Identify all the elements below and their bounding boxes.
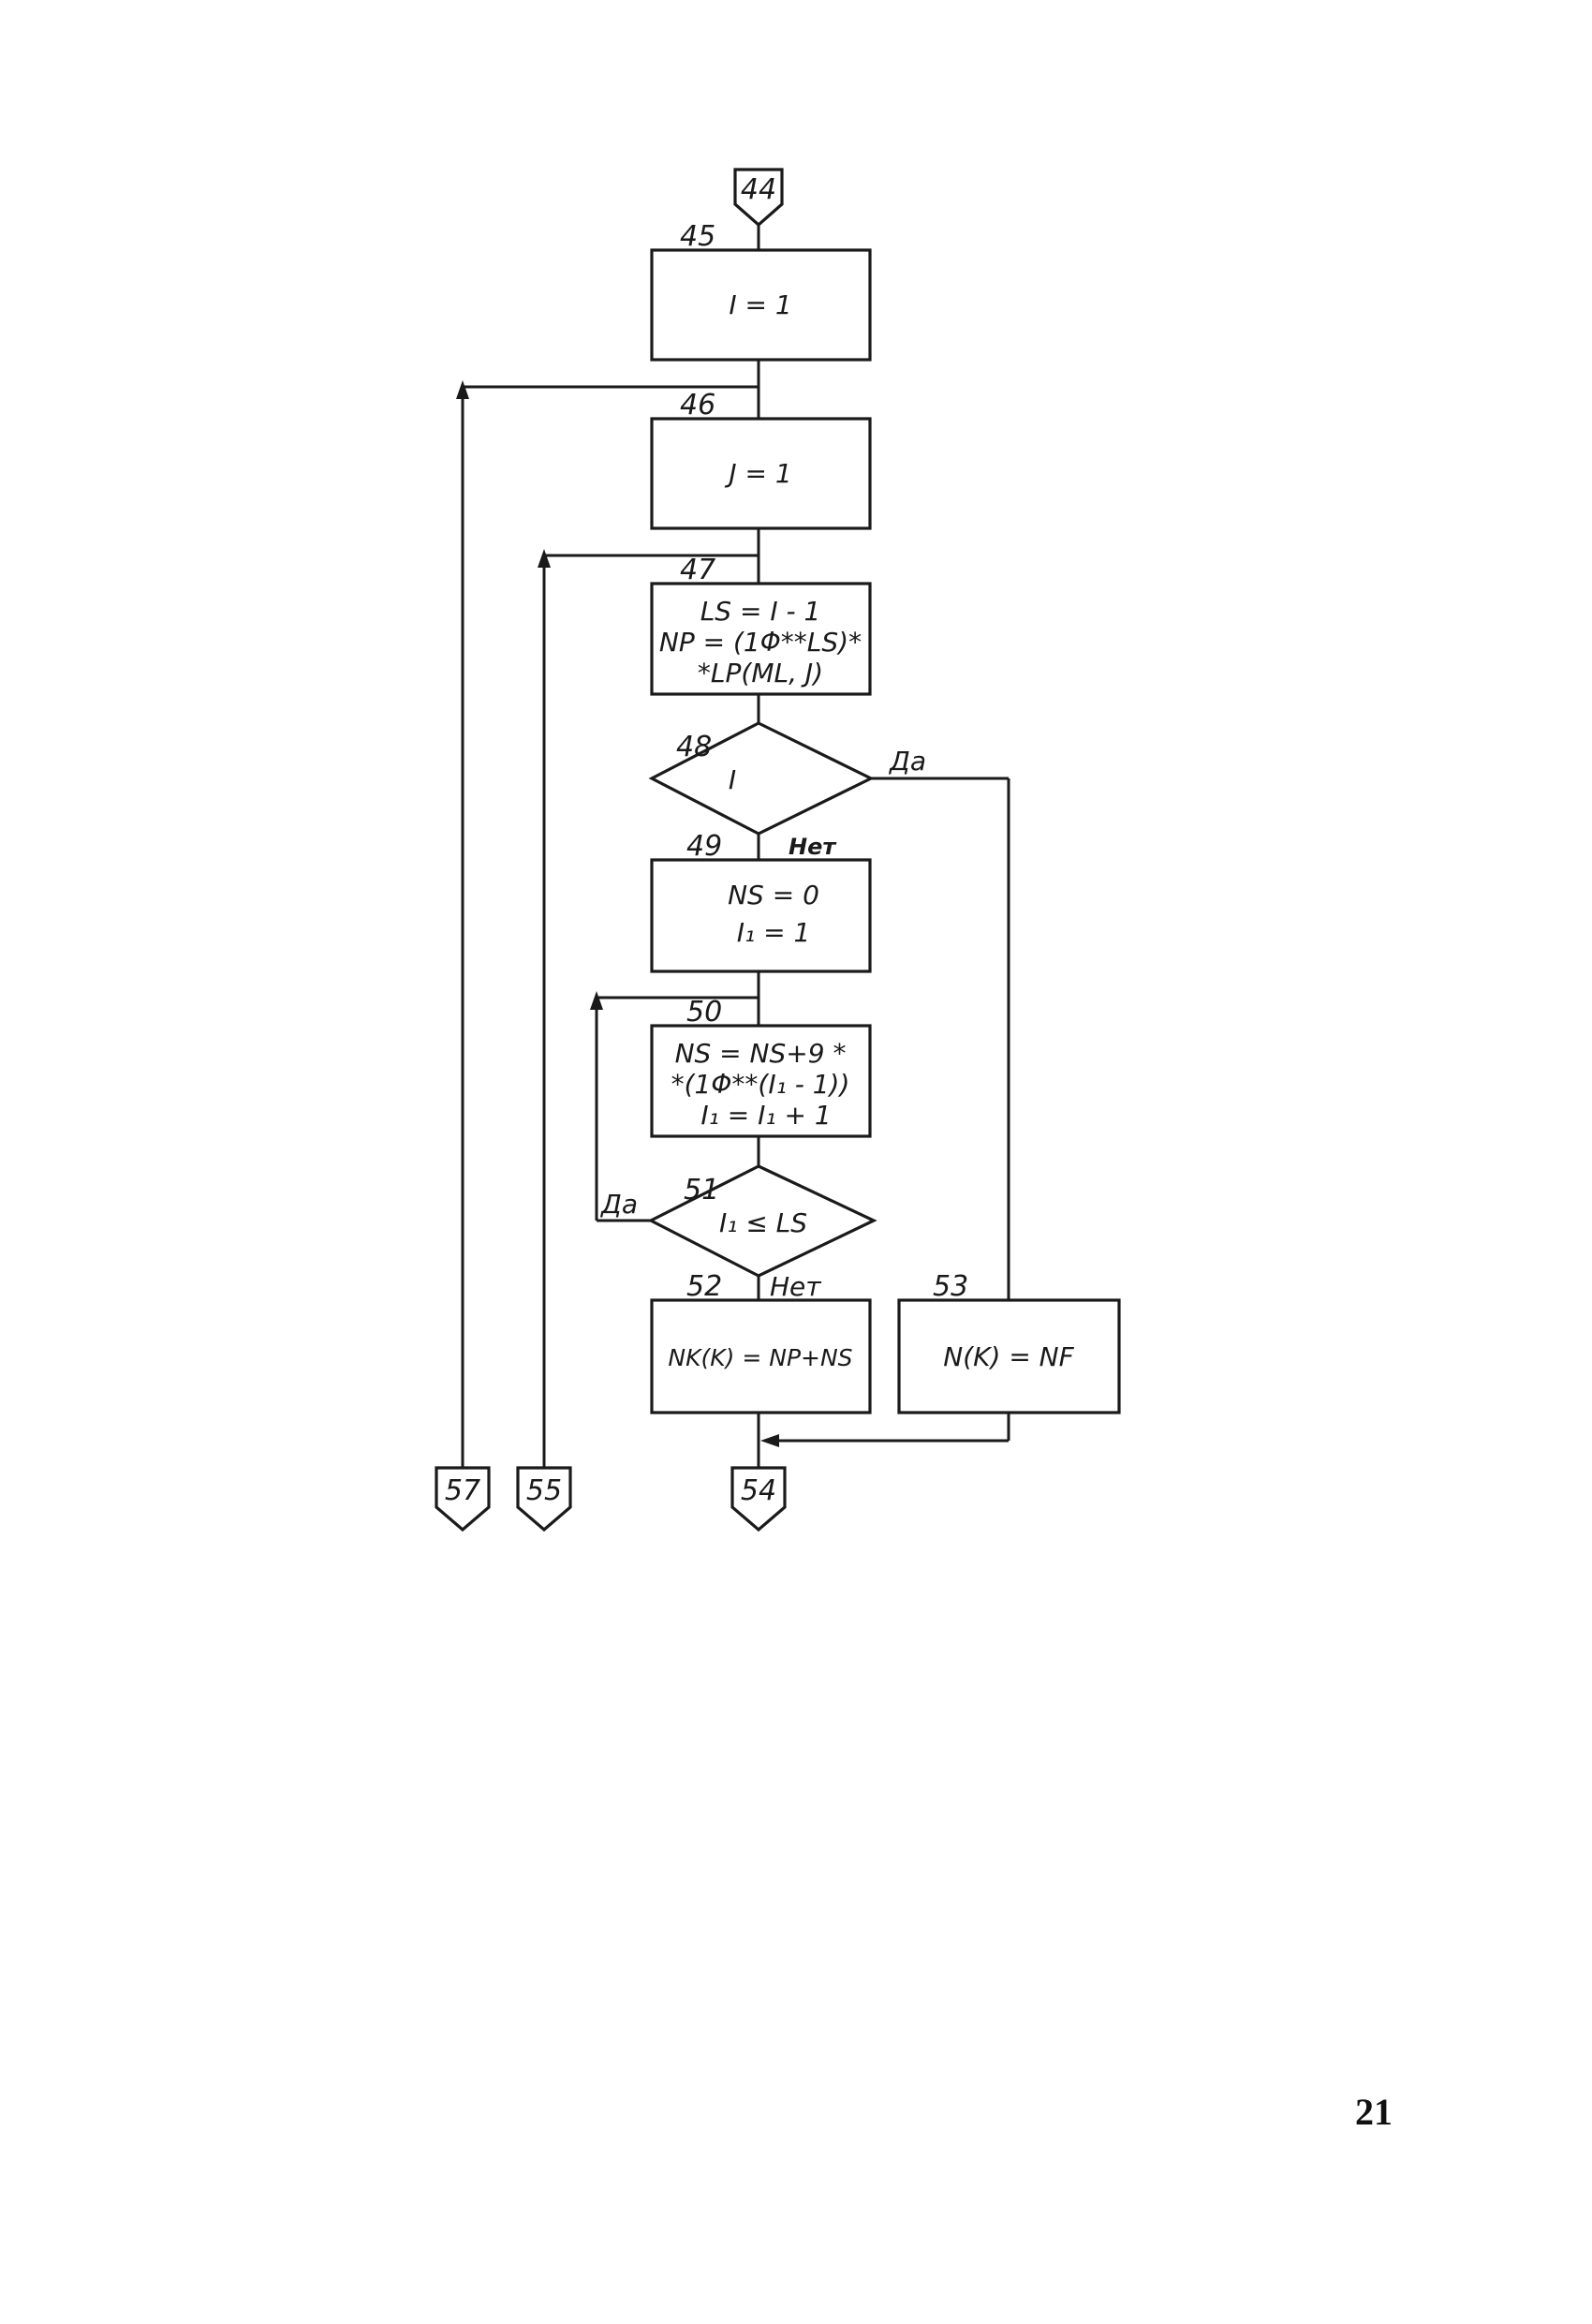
- flow-lines: [461, 221, 1010, 1468]
- block-49-line-2: I₁ = 1: [737, 917, 811, 948]
- decision-48-yes-label: Да: [888, 746, 926, 777]
- decision-48-number: 48: [676, 731, 712, 763]
- block-47-number: 47: [680, 554, 715, 586]
- connector-44: 44: [733, 168, 784, 228]
- block-45-number: 45: [680, 220, 715, 253]
- decision-48-line-1: I: [729, 764, 736, 795]
- block-47-line-1: LS = I - 1: [700, 596, 821, 627]
- block-50: 50 NS = NS+9 * *(1Φ**(I₁ - 1)) I₁ = I₁ +…: [650, 996, 872, 1138]
- connector-54: 54: [730, 1466, 787, 1532]
- connector-55: 55: [516, 1466, 572, 1532]
- connector-55-label: 55: [526, 1474, 562, 1507]
- block-50-line-3: I₁ = I₁ + 1: [700, 1100, 831, 1131]
- block-50-line-2: *(1Φ**(I₁ - 1)): [671, 1069, 850, 1100]
- arrow-merge: [760, 1434, 779, 1447]
- arrowheads: [456, 380, 779, 1447]
- connector-57-label: 57: [445, 1474, 480, 1507]
- block-53-number: 53: [933, 1270, 968, 1303]
- page-number: 21: [1355, 2091, 1393, 2133]
- block-45-line-1: I = 1: [729, 289, 791, 320]
- connector-54-label: 54: [741, 1474, 776, 1507]
- block-50-number: 50: [686, 996, 722, 1029]
- decision-51-no-label: Нет: [770, 1271, 821, 1302]
- decision-51-number: 51: [684, 1174, 719, 1206]
- block-49: 49 NS = 0 I₁ = 1: [650, 830, 872, 973]
- arrow-into-50: [590, 991, 603, 1010]
- block-47: 47 LS = I - 1 NP = (1Φ**LS)* *LP(ML, J): [650, 554, 872, 696]
- connector-44-label: 44: [741, 173, 776, 206]
- block-46: 46 J = 1: [650, 389, 872, 530]
- block-47-line-3: *LP(ML, J): [698, 658, 823, 688]
- block-50-line-1: NS = NS+9 *: [675, 1038, 847, 1069]
- block-52: 52 NK(K) = NP+NS: [650, 1270, 872, 1414]
- block-49-number: 49: [686, 830, 722, 863]
- block-53: 53 N(K) = NF: [897, 1270, 1121, 1414]
- block-46-line-1: J = 1: [724, 458, 791, 489]
- block-52-line-1: NK(K) = NP+NS: [668, 1344, 852, 1371]
- block-49-line-1: NS = 0: [728, 880, 819, 910]
- block-46-number: 46: [680, 389, 715, 422]
- connector-57: 57: [435, 1466, 491, 1532]
- block-52-number: 52: [686, 1270, 722, 1303]
- block-53-line-1: N(K) = NF: [943, 1341, 1074, 1372]
- decision-51-line-1: I₁ ≤ LS: [719, 1207, 807, 1238]
- block-45: 45 I = 1: [650, 220, 872, 362]
- decision-51-yes-label: Да: [599, 1189, 638, 1220]
- arrow-into-46: [456, 380, 469, 399]
- decision-51: 51 I₁ ≤ LS Да Нет: [599, 1164, 877, 1302]
- decision-48-no-label: Нет: [789, 834, 837, 860]
- arrow-into-47: [538, 549, 551, 568]
- block-47-line-2: NP = (1Φ**LS)*: [659, 627, 862, 658]
- decision-48: 48 I Да Нет: [648, 721, 926, 860]
